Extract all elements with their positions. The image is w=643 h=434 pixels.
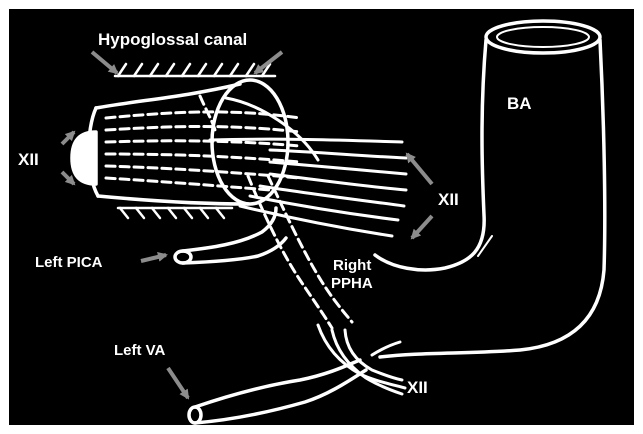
label-xii-left: XII [18, 150, 39, 169]
label-ba: BA [507, 94, 532, 113]
label-left-va: Left VA [114, 342, 166, 359]
label-ppha: PPHA [331, 275, 373, 292]
label-left-pica: Left PICA [35, 254, 103, 271]
label-right: Right [333, 257, 371, 274]
label-hypoglossal-canal: Hypoglossal canal [98, 30, 247, 49]
nerve-stump [72, 132, 96, 184]
diagram-background [9, 9, 634, 425]
label-xii-bottom: XII [407, 378, 428, 397]
label-xii-right: XII [438, 190, 459, 209]
